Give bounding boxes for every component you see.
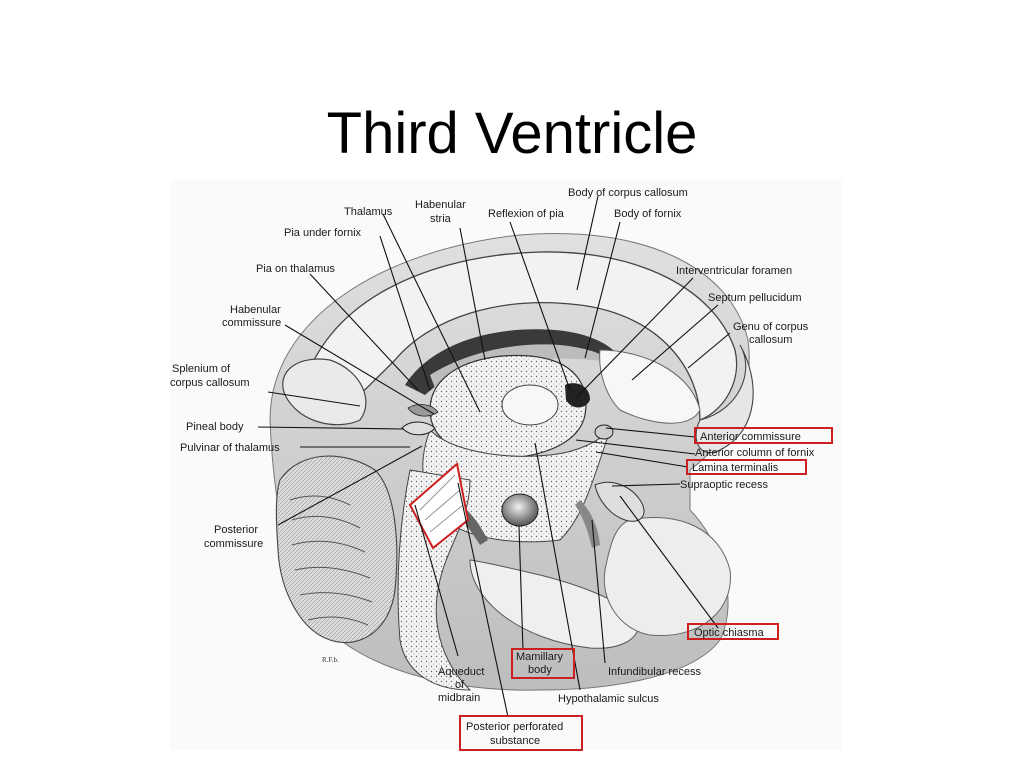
slide-title: Third Ventricle: [326, 101, 698, 166]
optic-chiasma-box: [687, 623, 779, 640]
label-posterior-commissure-1: Posterior: [214, 524, 258, 536]
mamillary-body-box: [511, 648, 575, 679]
fornix-body-light: [430, 344, 612, 388]
label-habenular-stria-1: Habenular: [415, 199, 466, 211]
cerebellum-folia: [289, 495, 373, 626]
label-lamina-terminalis: Lamina terminalis: [692, 462, 779, 474]
fornix: [405, 329, 625, 395]
genu: [695, 344, 754, 454]
highlight-hatch: [419, 474, 464, 533]
anterior-commissure-shape: [594, 424, 614, 440]
label-body-corpus-callosum: Body of corpus callosum: [568, 187, 688, 199]
artist-mark: R.F.b.: [322, 656, 339, 664]
label-pia-on-thalamus: Pia on thalamus: [256, 263, 335, 275]
label-splenium-2: corpus callosum: [170, 377, 249, 389]
label-aqueduct-3: midbrain: [438, 692, 480, 704]
label-posterior-perforated-2: substance: [490, 735, 540, 747]
leader-lines: [257, 195, 731, 718]
label-infundibular-recess: Infundibular recess: [608, 666, 701, 678]
label-anterior-commissure: Anterior commissure: [700, 431, 801, 443]
interventricular-foramen: [565, 383, 590, 408]
label-interventricular-foramen: Interventricular foramen: [676, 265, 792, 277]
label-aqueduct-1: Aqueduct: [438, 666, 484, 678]
label-habenular-stria-2: stria: [430, 213, 452, 225]
label-anterior-column-fornix: Anterior column of fornix: [695, 447, 815, 459]
label-habenular-commissure-2: commissure: [222, 317, 281, 329]
interthalamic-adhesion: [501, 384, 559, 426]
label-reflexion-pia: Reflexion of pia: [488, 208, 565, 220]
label-pineal-body: Pineal body: [186, 421, 244, 433]
posterior-perforated-box: [459, 715, 583, 751]
label-body-fornix: Body of fornix: [614, 208, 682, 220]
label-genu-2: callosum: [749, 334, 792, 346]
posterior-perforated-highlight: [408, 462, 470, 550]
habenula-shape: [407, 404, 439, 417]
splenium: [282, 358, 367, 426]
label-septum-pellucidum: Septum pellucidum: [708, 292, 802, 304]
pineal-body-shape: [401, 421, 436, 436]
label-pia-under-fornix: Pia under fornix: [284, 227, 362, 239]
labels: Body of corpus callosum Habenular stria …: [170, 187, 833, 751]
label-splenium-1: Splenium of: [172, 363, 231, 375]
temporal-lobe: [603, 516, 731, 637]
label-mamillary-2: body: [528, 664, 552, 676]
label-aqueduct-2: of: [455, 679, 465, 691]
label-mamillary-1: Mamillary: [516, 651, 564, 663]
label-pulvinar: Pulvinar of thalamus: [180, 442, 280, 454]
lamina-terminalis-box: [686, 459, 807, 475]
anterior-commissure-box: [694, 427, 833, 444]
label-posterior-perforated-1: Posterior perforated: [466, 721, 563, 733]
label-supraoptic-recess: Supraoptic recess: [680, 479, 769, 491]
label-thalamus: Thalamus: [344, 206, 393, 218]
cerebellum: [275, 455, 398, 644]
mamillary-body-shape: [501, 493, 539, 527]
label-hypothalamic-sulcus: Hypothalamic sulcus: [558, 693, 659, 705]
label-optic-chiasma: Optic chiasma: [694, 627, 765, 639]
label-genu-1: Genu of corpus: [733, 321, 809, 333]
label-habenular-commissure-1: Habenular: [230, 304, 281, 316]
label-posterior-commissure-2: commissure: [204, 538, 263, 550]
